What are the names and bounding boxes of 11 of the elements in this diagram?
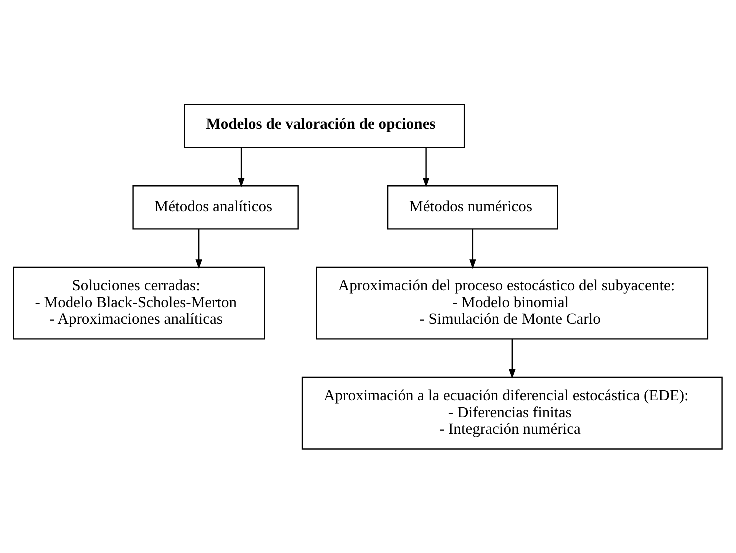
node-box: Aproximación del proceso estocástico del subyacente: - Modelo binomial - Simulación de Monte Carlo bbox=[316, 266, 709, 340]
node-box: Aproximación a la ecuación diferencial estocástica (EDE): - Diferencias finitas - Integración numérica bbox=[302, 376, 723, 450]
node-box: Métodos analíticos bbox=[132, 185, 299, 230]
arrow bbox=[509, 338, 516, 379]
node-box: Métodos numéricos bbox=[387, 185, 558, 230]
arrow bbox=[422, 148, 430, 188]
arrow bbox=[238, 148, 245, 188]
node-box: Soluciones cerradas: - Modelo Black-Scholes-Merton - Aproximaciones analíticas bbox=[13, 266, 266, 340]
node-box: Modelos de valoración de opciones bbox=[184, 104, 466, 148]
arrow bbox=[196, 228, 202, 269]
arrow bbox=[470, 228, 476, 269]
